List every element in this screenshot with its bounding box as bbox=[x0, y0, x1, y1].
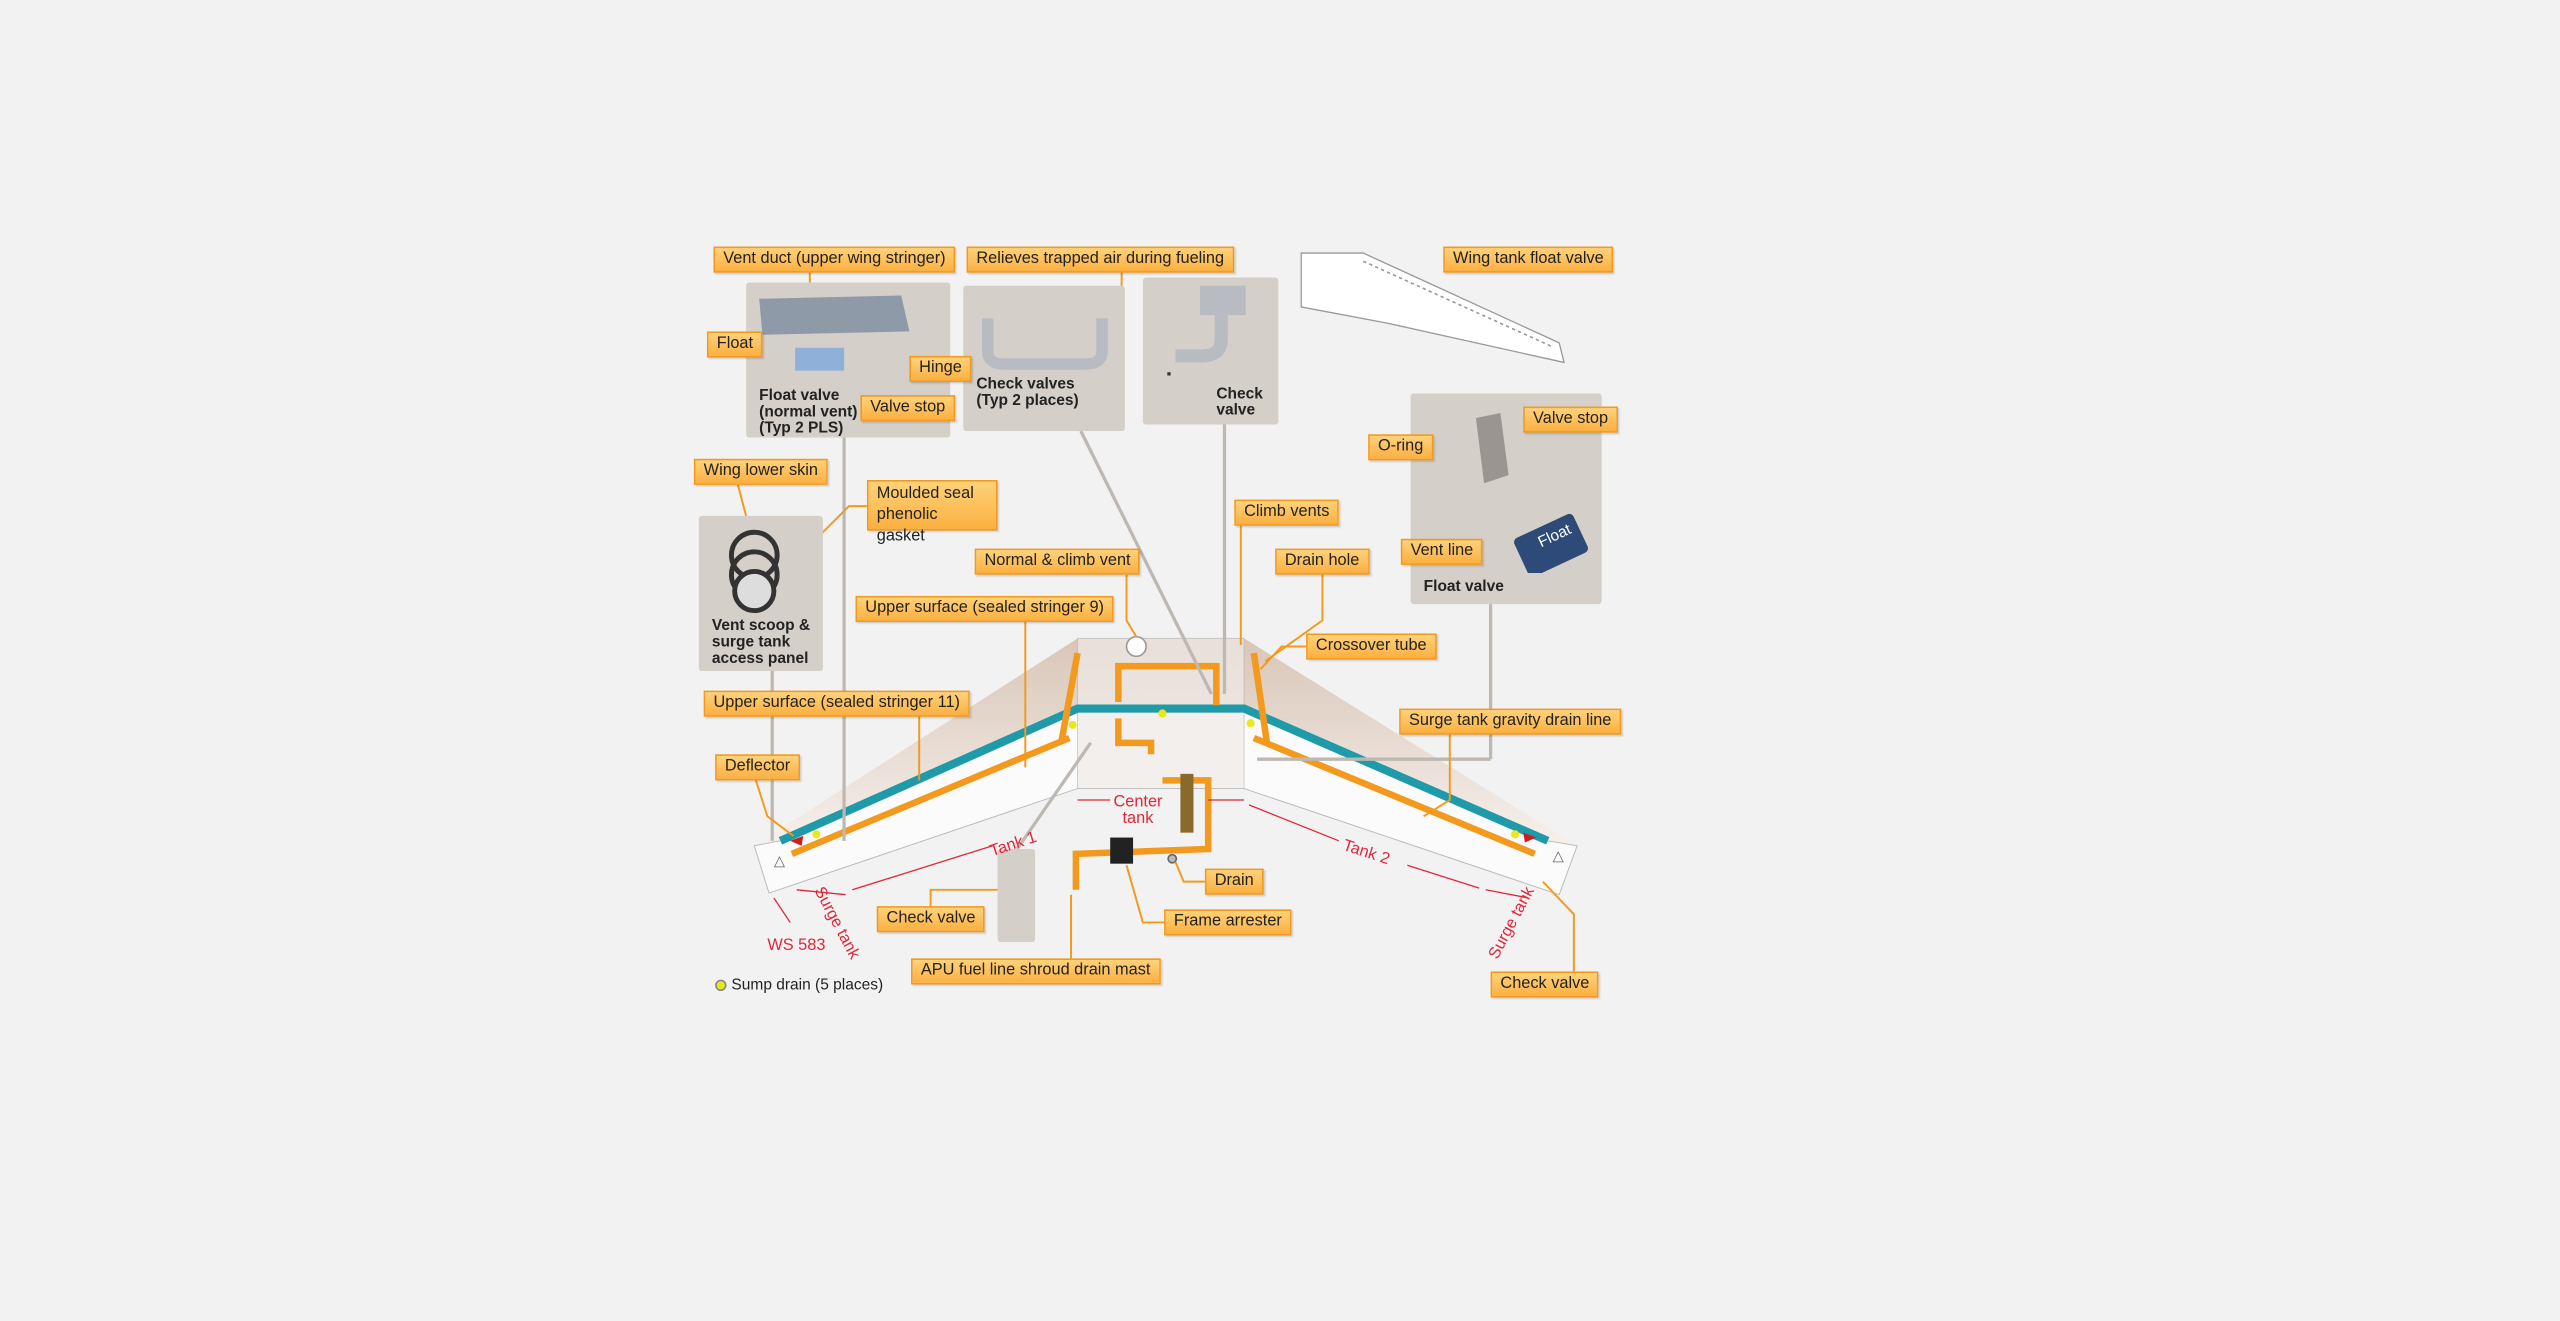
gasket-illustration bbox=[728, 529, 780, 614]
float-valve-illustration bbox=[759, 295, 910, 371]
callout-o-ring: O-ring bbox=[1368, 434, 1434, 461]
callout-wing-tank-float-valve: Wing tank float valve bbox=[1443, 246, 1614, 273]
callout-deflector: Deflector bbox=[715, 754, 801, 781]
callout-apu-drain-mast: APU fuel line shroud drain mast bbox=[911, 958, 1161, 985]
callout-float: Float bbox=[706, 331, 763, 358]
check-valves-illustration bbox=[982, 318, 1108, 370]
label-ws-583: WS 583 bbox=[767, 937, 826, 956]
fuel-line-right bbox=[1252, 734, 1536, 857]
drain-line bbox=[1115, 718, 1155, 755]
fuel-line-left bbox=[790, 734, 1071, 857]
callout-normal-climb-vent: Normal & climb vent bbox=[974, 548, 1141, 575]
float-valve-caption: Float valve bbox=[1423, 577, 1504, 596]
float-valve-detail-illustration bbox=[1475, 413, 1588, 577]
callout-moulded-seal: Moulded seal phenolic gasket bbox=[866, 479, 998, 545]
sump-drain-legend-text: Sump drain (5 places) bbox=[731, 976, 884, 995]
wing-planform-illustration bbox=[1300, 252, 1565, 364]
frame-arrester-part bbox=[1110, 837, 1134, 864]
check-valve-panel bbox=[1142, 277, 1279, 425]
vent-scoop-panel bbox=[698, 515, 823, 672]
check-valves-caption: Check valves (Typ 2 places) bbox=[976, 375, 1079, 410]
svg-text:△: △ bbox=[774, 853, 786, 869]
callout-crossover-tube: Crossover tube bbox=[1306, 633, 1437, 660]
callout-climb-vents: Climb vents bbox=[1234, 499, 1340, 526]
callout-drain-hole: Drain hole bbox=[1275, 548, 1370, 575]
vent-scoop-caption: Vent scoop & surge tank access panel bbox=[711, 617, 811, 668]
callout-hinge: Hinge bbox=[909, 355, 972, 383]
callout-valve-stop-right: Valve stop bbox=[1523, 406, 1618, 433]
callout-check-valve-left: Check valve bbox=[876, 906, 986, 933]
callout-wing-lower-skin: Wing lower skin bbox=[693, 458, 828, 485]
callout-vent-line: Vent line bbox=[1400, 538, 1484, 565]
float-valve-normal-caption: Float valve (normal vent) (Typ 2 PLS) bbox=[759, 386, 858, 438]
callout-upper-surface-11: Upper surface (sealed stringer 11) bbox=[703, 690, 970, 717]
callout-valve-stop-left: Valve stop bbox=[860, 395, 956, 422]
callout-drain: Drain bbox=[1204, 868, 1264, 895]
label-center-tank: Center tank bbox=[1113, 793, 1163, 828]
check-valve-small-panel bbox=[997, 848, 1036, 943]
callout-surge-drain-line: Surge tank gravity drain line bbox=[1399, 708, 1622, 735]
dimension-lines bbox=[773, 799, 1529, 923]
callout-vent-duct: Vent duct (upper wing stringer) bbox=[713, 246, 956, 273]
callout-upper-surface-9: Upper surface (sealed stringer 9) bbox=[855, 595, 1114, 623]
sump-drain-legend: Sump drain (5 places) bbox=[715, 976, 883, 994]
callout-frame-arrester: Frame arrester bbox=[1164, 909, 1292, 936]
callout-check-valve-right: Check valve bbox=[1490, 971, 1600, 998]
climb-vent-line bbox=[1115, 662, 1220, 706]
svg-text:△: △ bbox=[1553, 848, 1565, 864]
check-valves-panel bbox=[963, 285, 1125, 432]
check-valve-illustration bbox=[1161, 285, 1246, 392]
callout-relieves-air: Relieves trapped air during fueling bbox=[966, 246, 1234, 273]
check-valve-caption: Check valve bbox=[1216, 385, 1263, 420]
sump-drain-dot-icon bbox=[715, 979, 727, 991]
vent-tube bbox=[778, 704, 1550, 845]
